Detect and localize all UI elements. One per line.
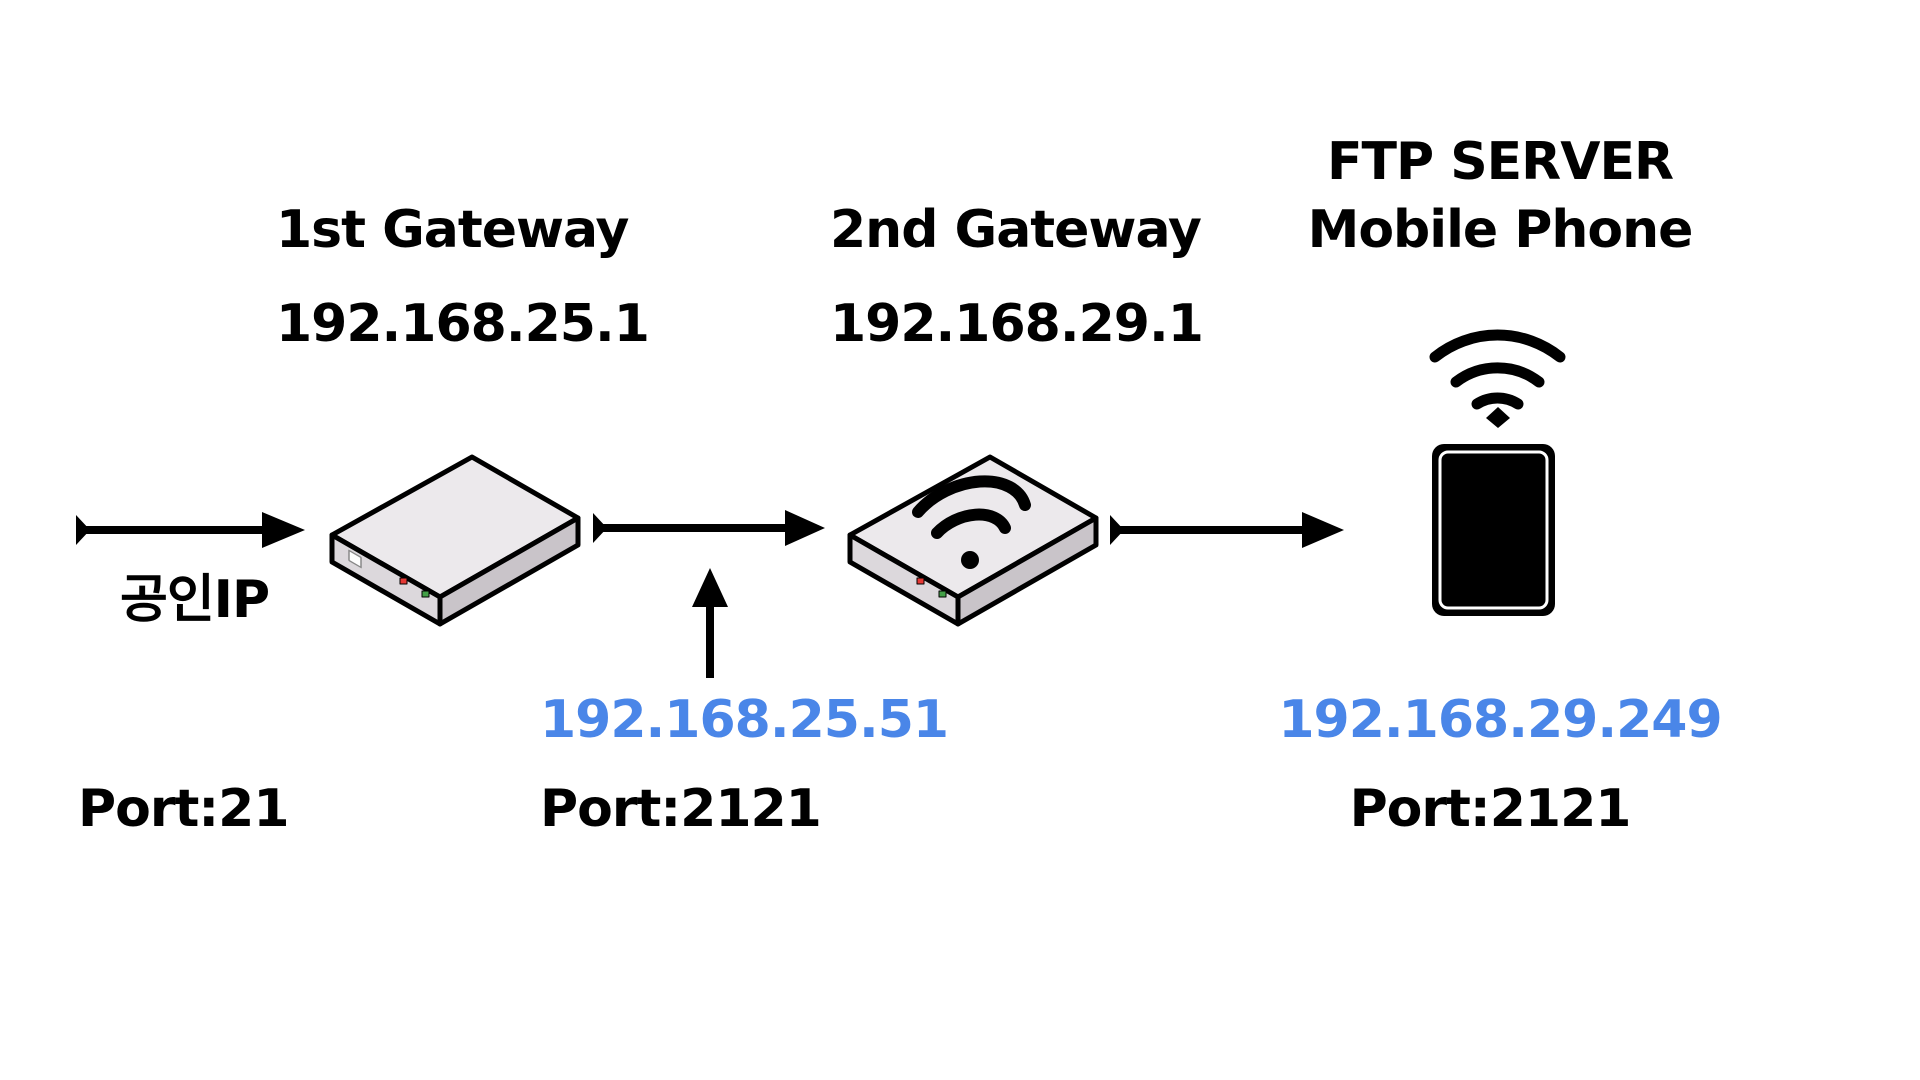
arrow-gateway2-to-server	[1110, 512, 1344, 548]
wifi-signal-icon	[1429, 329, 1566, 428]
mobile-phone-icon	[1432, 444, 1555, 616]
gateway1-ip: 192.168.25.1	[276, 294, 650, 354]
arrow-public-to-gateway1	[76, 512, 305, 548]
server-title-line1: FTP SERVER	[1326, 132, 1674, 192]
arrow-up-to-link	[692, 568, 728, 678]
arrow-gateway1-to-gateway2	[593, 510, 825, 546]
router-wifi-waves	[912, 475, 1031, 539]
link-port: Port:2121	[540, 779, 822, 839]
router-icon	[329, 454, 581, 627]
server-port: Port:2121	[1349, 779, 1632, 839]
gateway2-ip: 192.168.29.1	[830, 294, 1204, 354]
wifi-router-icon	[847, 454, 1099, 627]
link-ip: 192.168.25.51	[540, 690, 949, 750]
server-title-line2: Mobile Phone	[1307, 200, 1694, 260]
gateway1-title: 1st Gateway	[276, 200, 629, 260]
gateway2-title: 2nd Gateway	[830, 200, 1202, 260]
server-ip: 192.168.29.249	[1278, 690, 1722, 750]
public-port: Port:21	[78, 779, 289, 839]
public-ip-label: 공인IP	[120, 570, 270, 630]
